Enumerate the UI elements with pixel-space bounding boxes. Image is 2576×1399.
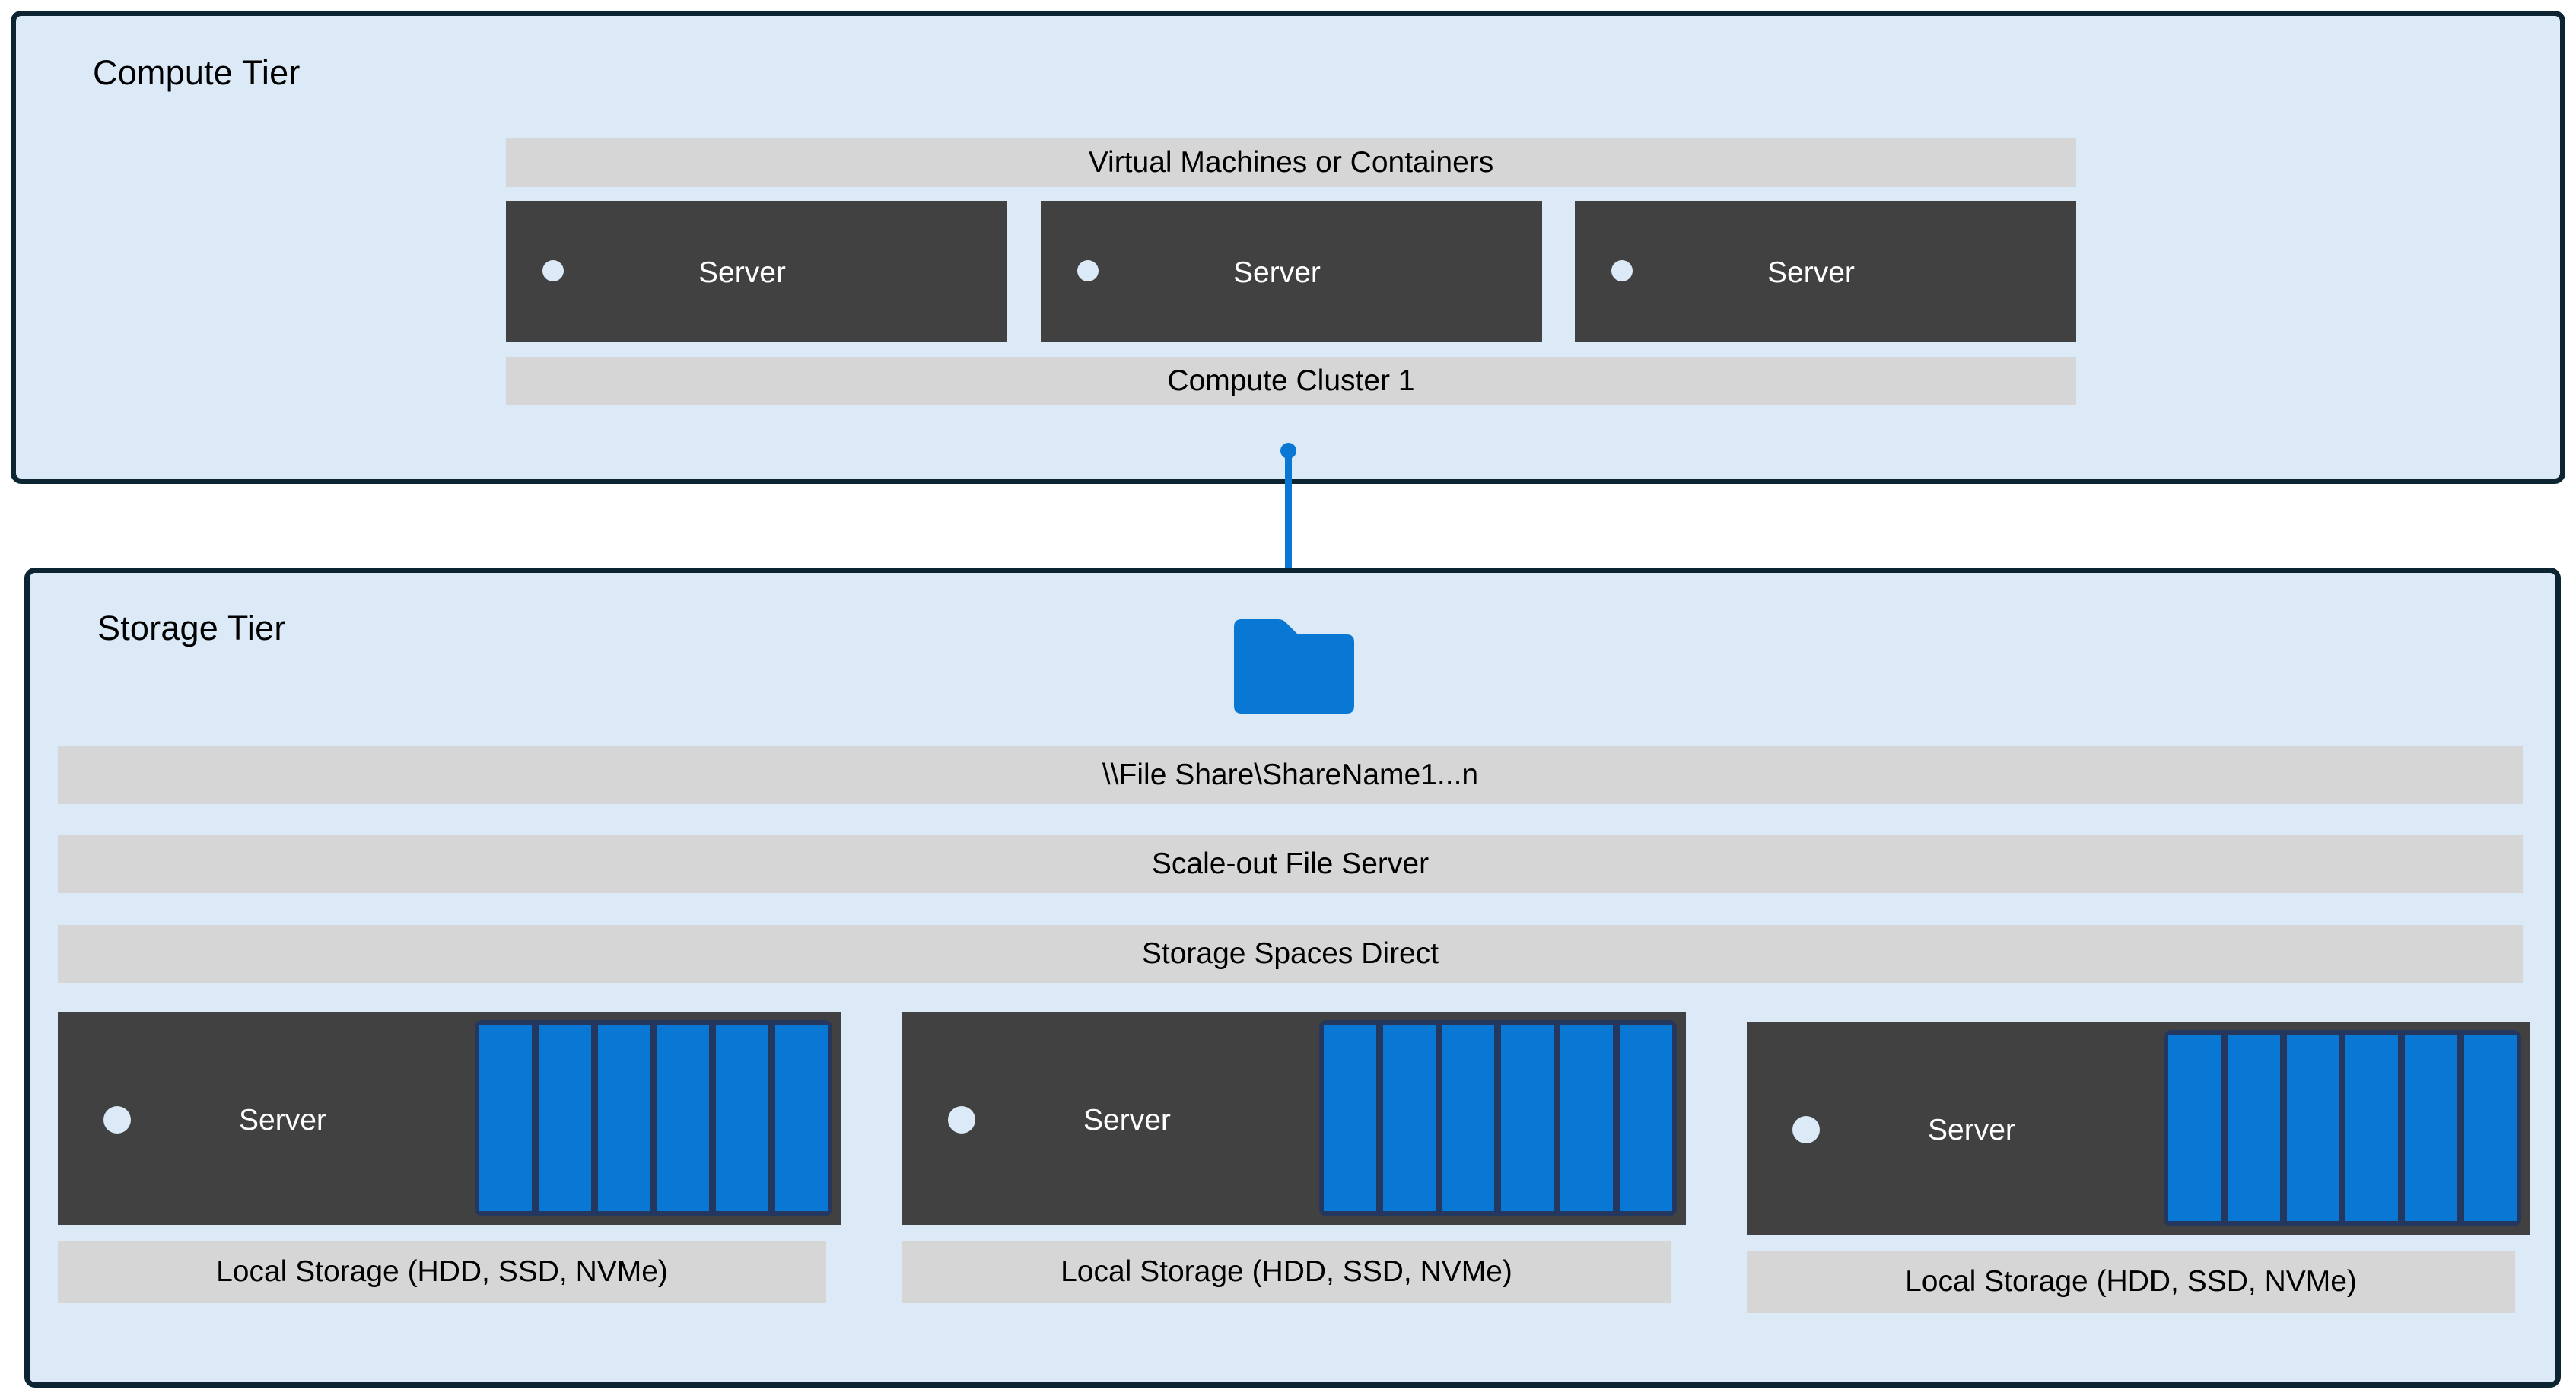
- virtual-machines-label: Virtual Machines or Containers: [1088, 146, 1494, 179]
- compute-tier-title: Compute Tier: [93, 53, 301, 92]
- storage-server-3[interactable]: Server: [1747, 1022, 2530, 1235]
- status-dot-icon: [103, 1106, 131, 1134]
- scale-out-file-server-label: Scale-out File Server: [1151, 847, 1430, 880]
- status-dot-icon: [542, 260, 564, 281]
- disk-icon: [1324, 1025, 1376, 1211]
- disk-icon: [1620, 1025, 1672, 1211]
- compute-cluster-label: Compute Cluster 1: [1167, 364, 1415, 397]
- disk-icon: [2405, 1035, 2458, 1221]
- disk-icon: [1442, 1025, 1495, 1211]
- disk-icon: [2227, 1035, 2280, 1221]
- storage-server-2[interactable]: Server: [902, 1012, 1686, 1225]
- compute-cluster-bar: Compute Cluster 1: [506, 357, 2076, 405]
- disk-icon: [479, 1025, 532, 1211]
- storage-spaces-direct-bar: Storage Spaces Direct: [58, 925, 2523, 983]
- disk-icon: [1501, 1025, 1554, 1211]
- storage-server-3-label: Server: [1928, 1114, 2015, 1146]
- disk-icon: [775, 1025, 828, 1211]
- local-storage-label-2: Local Storage (HDD, SSD, NVMe): [1061, 1255, 1512, 1288]
- compute-server-3-label: Server: [1767, 256, 1855, 289]
- disk-icon: [597, 1025, 650, 1211]
- compute-server-2-label: Server: [1233, 256, 1321, 289]
- disk-icon: [1382, 1025, 1436, 1211]
- file-share-bar: \\File Share\ShareName1...n: [58, 746, 2523, 804]
- disk-icon: [2464, 1035, 2517, 1221]
- scale-out-file-server-bar: Scale-out File Server: [58, 835, 2523, 893]
- storage-server-2-label: Server: [1083, 1104, 1171, 1137]
- folder-icon: [1234, 619, 1354, 714]
- status-dot-icon: [1077, 260, 1099, 281]
- storage-spaces-direct-label: Storage Spaces Direct: [1141, 937, 1439, 970]
- storage-tier-title: Storage Tier: [97, 609, 286, 647]
- disk-icon: [538, 1025, 591, 1211]
- local-storage-label-3: Local Storage (HDD, SSD, NVMe): [1905, 1265, 2357, 1298]
- file-share-label: \\File Share\ShareName1...n: [1102, 758, 1479, 791]
- disk-icon: [2345, 1035, 2399, 1221]
- disk-array-icon: [2164, 1030, 2521, 1226]
- compute-server-1-label: Server: [698, 256, 786, 289]
- local-storage-bar-1: Local Storage (HDD, SSD, NVMe): [58, 1241, 826, 1303]
- compute-server-3[interactable]: Server: [1575, 201, 2076, 342]
- local-storage-label-1: Local Storage (HDD, SSD, NVMe): [216, 1255, 668, 1288]
- local-storage-bar-3: Local Storage (HDD, SSD, NVMe): [1747, 1251, 2515, 1313]
- disk-array-icon: [1319, 1020, 1677, 1216]
- compute-server-2[interactable]: Server: [1041, 201, 1542, 342]
- storage-server-1[interactable]: Server: [58, 1012, 841, 1225]
- disk-icon: [2168, 1035, 2221, 1221]
- status-dot-icon: [1611, 260, 1633, 281]
- compute-server-1[interactable]: Server: [506, 201, 1007, 342]
- disk-array-icon: [475, 1020, 832, 1216]
- status-dot-icon: [1792, 1116, 1820, 1143]
- disk-icon: [657, 1025, 710, 1211]
- storage-server-1-label: Server: [239, 1104, 326, 1137]
- disk-icon: [1560, 1025, 1614, 1211]
- disk-icon: [716, 1025, 769, 1211]
- disk-icon: [2286, 1035, 2339, 1221]
- status-dot-icon: [948, 1106, 975, 1134]
- connector-line-icon: [1285, 450, 1292, 603]
- virtual-machines-bar: Virtual Machines or Containers: [506, 138, 2076, 187]
- local-storage-bar-2: Local Storage (HDD, SSD, NVMe): [902, 1241, 1671, 1303]
